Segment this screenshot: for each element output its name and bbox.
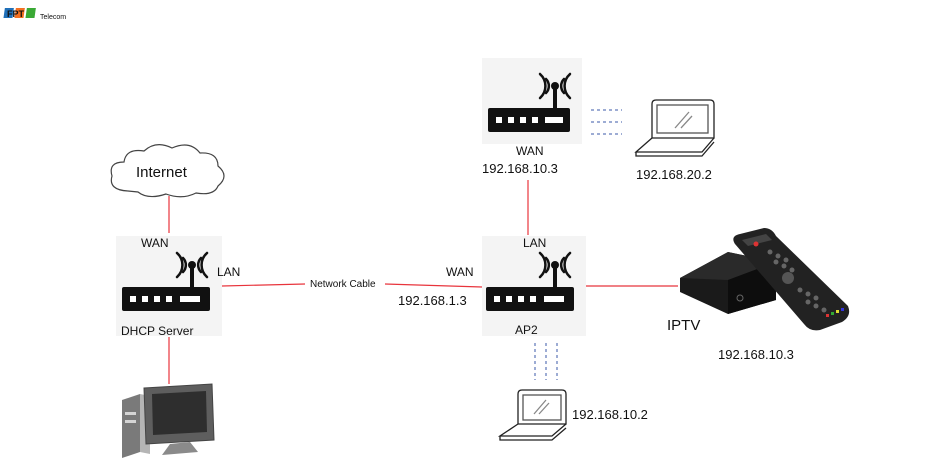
remote-control-icon <box>733 228 850 331</box>
logo-brand: FPT <box>7 9 25 19</box>
dhcp-wan-label: WAN <box>141 236 169 250</box>
laptop-top-icon <box>634 99 715 157</box>
laptop-bottom-icon <box>497 389 567 441</box>
link-cable-ap2 <box>384 283 483 288</box>
cable-label: Network Cable <box>310 279 376 290</box>
ap3-ip-label: 192.168.10.3 <box>482 161 558 176</box>
internet-label: Internet <box>136 164 188 181</box>
dhcp-router-icon <box>122 251 210 311</box>
ap3-router-icon <box>488 72 572 132</box>
ap2-router-panel <box>482 236 586 336</box>
dhcp-router-panel <box>116 236 222 336</box>
ap3-wan-label: WAN <box>516 144 544 158</box>
dhcp-name-label: DHCP Server <box>121 324 193 338</box>
iptv-ip-label: 192.168.10.3 <box>718 347 794 362</box>
links <box>168 180 678 384</box>
logo-sub: Telecom <box>40 14 66 21</box>
ap2-wan-label: WAN <box>446 265 474 279</box>
ap2-router-icon <box>486 251 574 311</box>
iptv-name-label: IPTV <box>667 317 700 334</box>
desktop-pc-icon <box>122 383 215 458</box>
ap2-ip-label: 192.168.1.3 <box>398 293 467 308</box>
wireless-links <box>534 109 622 380</box>
link-dhcp-cable-left <box>221 283 306 287</box>
ap2-name-label: AP2 <box>515 323 538 337</box>
internet-cloud-icon: Internet <box>110 144 225 198</box>
fpt-telecom-logo: FPT Telecom <box>3 8 66 21</box>
laptop-bottom-ip: 192.168.10.2 <box>572 407 648 422</box>
dhcp-lan-label: LAN <box>217 265 240 279</box>
ap2-lan-label: LAN <box>523 236 546 250</box>
laptop-top-ip: 192.168.20.2 <box>636 167 712 182</box>
